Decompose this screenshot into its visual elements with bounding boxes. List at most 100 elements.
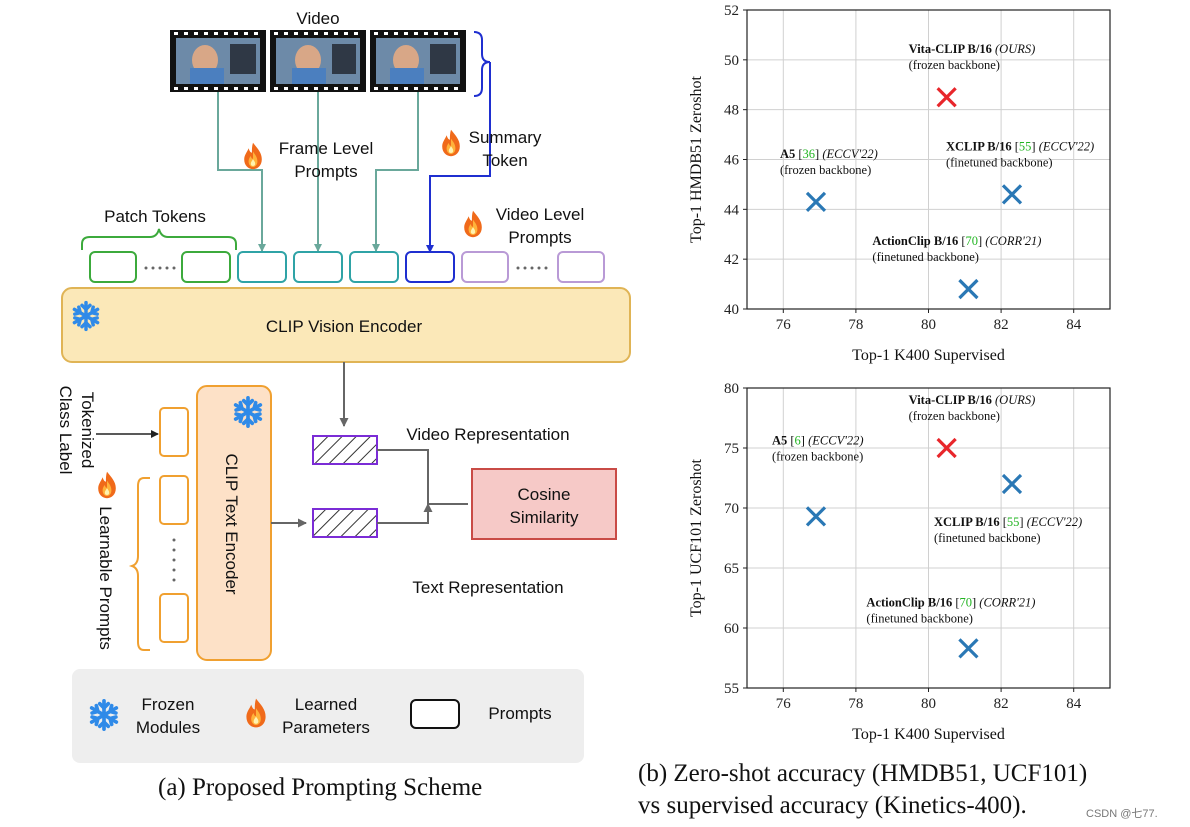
data-point-marker xyxy=(1001,473,1023,495)
frame-prompt-token xyxy=(237,251,287,283)
y-tick-label: 75 xyxy=(724,441,739,457)
y-tick-label: 52 xyxy=(724,3,739,19)
video-label: Video xyxy=(296,9,339,28)
x-tick-label: 82 xyxy=(994,696,1009,712)
y-tick-label: 55 xyxy=(724,681,739,697)
y-tick-label: 70 xyxy=(724,501,739,517)
summary-token-label-1: Summary xyxy=(469,128,542,147)
data-point-marker xyxy=(936,437,957,459)
film-frame-1 xyxy=(170,30,266,92)
y-tick-label: 44 xyxy=(724,202,740,218)
x-axis-label: Top-1 K400 Supervised xyxy=(852,726,1005,743)
video-prompt-token xyxy=(557,251,605,283)
point-note: (frozen backbone) xyxy=(772,449,863,463)
point-note: (finetuned backbone) xyxy=(934,531,1041,545)
point-label: A5 [6] (ECCV'22) xyxy=(772,433,864,447)
y-axis-label: Top-1 UCF101 Zeroshot xyxy=(688,458,705,617)
cosine-similarity-box xyxy=(471,468,617,540)
data-point-marker xyxy=(936,87,957,108)
summary-brace xyxy=(473,31,491,97)
point-label: ActionClip B/16 [70] (CORR'21) xyxy=(866,595,1035,609)
x-tick-label: 80 xyxy=(921,696,936,712)
y-tick-label: 48 xyxy=(724,103,739,119)
summary-token-label-2: Token xyxy=(482,151,527,170)
legend-learned-1: Learned xyxy=(295,695,357,714)
y-tick-label: 65 xyxy=(724,561,739,577)
video-level-prompts-label-2: Prompts xyxy=(508,228,571,247)
x-tick-label: 84 xyxy=(1066,696,1082,712)
frame-level-prompts-label-2: Prompts xyxy=(294,162,357,181)
x-tick-label: 78 xyxy=(848,317,863,333)
point-label: Vita-CLIP B/16 (OURS) xyxy=(909,393,1036,407)
point-note: (frozen backbone) xyxy=(909,58,1000,72)
frame-prompt-arrows xyxy=(217,92,419,252)
y-tick-label: 40 xyxy=(724,302,739,318)
data-point-marker xyxy=(1001,184,1023,205)
patch-tokens-label: Patch Tokens xyxy=(104,207,206,226)
x-tick-label: 78 xyxy=(848,696,863,712)
video-level-prompts-label-1: Video Level xyxy=(496,205,585,224)
data-point-marker xyxy=(958,278,979,300)
text-encoder-label: CLIP Text Encoder xyxy=(222,453,241,594)
y-tick-label: 80 xyxy=(724,381,739,397)
y-tick-label: 46 xyxy=(724,153,740,169)
token-ellipsis xyxy=(144,266,548,270)
caption-b-line-2: vs supervised accuracy (Kinetics-400). xyxy=(638,792,1027,819)
frame-level-prompts-label-1: Frame Level xyxy=(279,139,373,158)
token-row xyxy=(89,251,605,283)
point-label: ActionClip B/16 [70] (CORR'21) xyxy=(872,234,1041,248)
film-frame-2 xyxy=(270,30,366,92)
x-axis-label: Top-1 K400 Supervised xyxy=(852,347,1005,364)
learnable-prompts-brace xyxy=(128,477,150,651)
learnable-prompt-token xyxy=(159,475,189,525)
point-note: (finetuned backbone) xyxy=(872,250,979,264)
text-representation-box xyxy=(312,508,378,538)
learnable-prompts-label: Learnable Prompts xyxy=(96,506,115,650)
legend-learned-2: Parameters xyxy=(282,718,370,737)
tokenized-class-label-1: Tokenized xyxy=(78,392,97,469)
film-frame-3 xyxy=(370,30,466,92)
watermark: CSDN @七77. xyxy=(1086,808,1158,820)
point-note: (frozen backbone) xyxy=(780,163,871,177)
text-prompt-boxes xyxy=(159,407,189,643)
y-tick-label: 60 xyxy=(724,621,739,637)
learnable-prompt-token xyxy=(159,593,189,643)
legend-prompts: Prompts xyxy=(488,704,551,723)
data-point-marker xyxy=(958,638,979,659)
patch-token xyxy=(181,251,231,283)
y-axis-label: Top-1 HMDB51 Zeroshot xyxy=(688,76,705,243)
data-point-marker xyxy=(805,191,827,212)
tokenized-class-label-2: Class Label xyxy=(56,386,75,475)
legend-frozen-1: Frozen xyxy=(142,695,195,714)
video-prompt-token xyxy=(461,251,509,283)
clip-vision-encoder xyxy=(61,287,631,363)
class-label-token xyxy=(159,407,189,457)
text-representation-label: Text Representation xyxy=(412,578,563,597)
cosine-label-1: Cosine xyxy=(518,485,571,504)
legend-panel xyxy=(72,669,584,763)
caption-a: (a) Proposed Prompting Scheme xyxy=(158,774,483,801)
point-label: A5 [36] (ECCV'22) xyxy=(780,147,878,161)
summary-token xyxy=(405,251,455,283)
x-tick-label: 76 xyxy=(776,317,792,333)
patch-tokens-brace xyxy=(81,228,237,250)
merge-arrows xyxy=(377,449,468,524)
x-tick-label: 84 xyxy=(1066,317,1082,333)
flame-icon xyxy=(464,210,482,238)
point-note: (finetuned backbone) xyxy=(946,155,1053,169)
frame-prompt-token xyxy=(349,251,399,283)
cosine-label-2: Similarity xyxy=(510,508,579,527)
data-point-marker xyxy=(805,506,827,527)
flame-icon xyxy=(244,142,262,170)
vision-encoder-label: CLIP Vision Encoder xyxy=(266,317,423,336)
point-label: Vita-CLIP B/16 (OURS) xyxy=(909,42,1036,56)
video-frames xyxy=(170,30,466,92)
point-note: (finetuned backbone) xyxy=(866,611,973,625)
caption-b-line-1: (b) Zero-shot accuracy (HMDB51, UCF101) xyxy=(638,760,1088,787)
x-tick-label: 80 xyxy=(921,317,936,333)
legend-prompt-box xyxy=(410,699,460,729)
x-tick-label: 76 xyxy=(776,696,792,712)
